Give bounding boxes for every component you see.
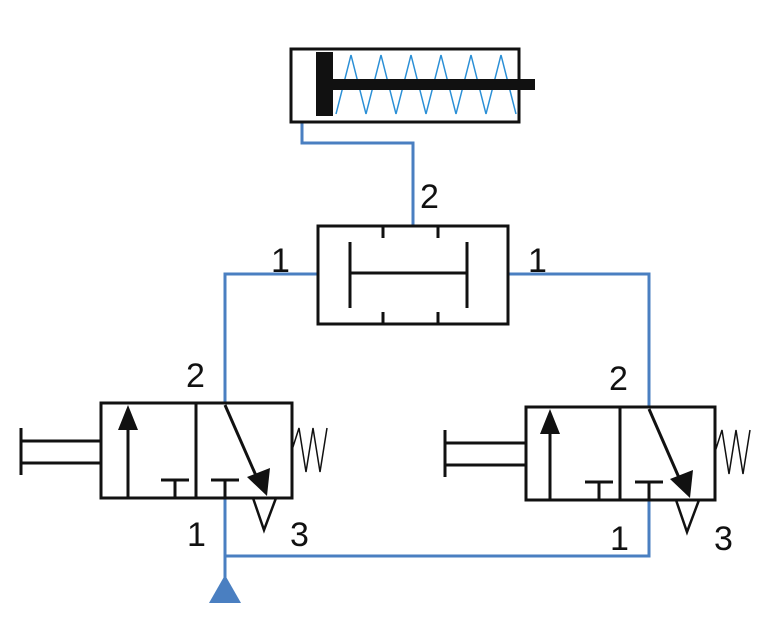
- pressure-source-triangle: [209, 575, 241, 603]
- right-valve-spring: [714, 429, 751, 475]
- cylinder-rod: [316, 79, 535, 90]
- cylinder-spring: [335, 54, 517, 115]
- shuttle-right-to-right-valve-line: [508, 272, 651, 407]
- right-valve-exhaust: [674, 499, 701, 536]
- cylinder-to-shuttle-line: [300, 122, 415, 226]
- right-valve-port-exhaust-label: 3: [714, 520, 733, 558]
- shuttle-valve: [316, 224, 510, 326]
- right-valve-port-out-label: 2: [609, 360, 628, 398]
- left-valve-port-out-label: 2: [186, 357, 205, 395]
- left-valve-port-exhaust-label: 3: [290, 516, 309, 554]
- shuttle-right-port-label: 1: [528, 242, 547, 280]
- shuttle-valve-body: [316, 224, 510, 326]
- shuttle-left-port-label: 1: [271, 242, 290, 280]
- port-labels: 2 1 1 2 1 3 2 1 3: [186, 178, 733, 558]
- air-lines: [223, 122, 651, 580]
- single-acting-cylinder: [289, 47, 535, 124]
- shuttle-left-to-left-valve-line: [223, 272, 318, 405]
- left-valve-spring: [291, 427, 328, 473]
- cylinder-port-label: 2: [420, 178, 439, 216]
- left-valve-port-in-label: 1: [187, 516, 206, 554]
- right-3-2-valve: [443, 405, 751, 536]
- right-valve-port-in-label: 1: [610, 520, 629, 558]
- left-3-2-valve: [19, 401, 328, 534]
- supply-line: [223, 498, 651, 558]
- left-valve-exhaust: [251, 497, 278, 534]
